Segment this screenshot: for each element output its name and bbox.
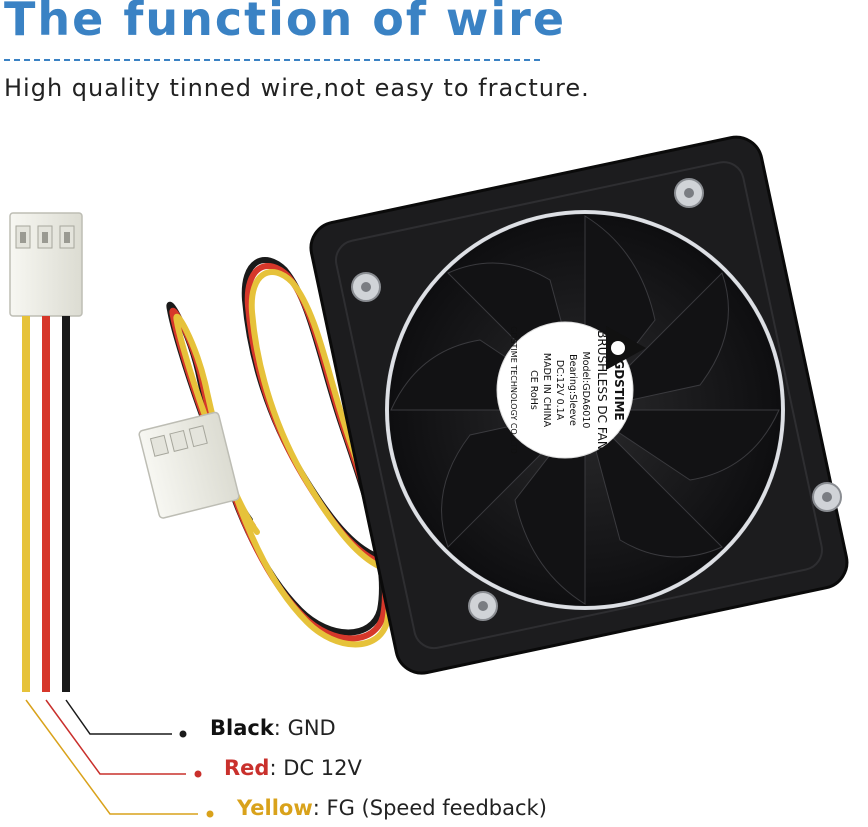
fan-label-origin: MADE IN CHINA [541,353,552,428]
fan-label-model: Model:GDA6010 [580,352,591,429]
yellow-leader-line [25,699,198,815]
legend-red: Red: DC 12V [224,756,362,780]
connector-cable [138,411,240,519]
legend-black-sep: : [273,716,288,740]
legend-yellow-sep: : [312,796,327,820]
fan: GDSTIME BRUSHLESS DC FAN Model:GDA6010 B… [309,135,849,675]
connector-left [9,212,83,317]
yellow-bullet [206,810,214,818]
title-divider [4,59,540,61]
legend-black-desc: GND [287,716,336,740]
legend-black-name: Black [210,716,274,740]
legend-yellow-desc: FG (Speed feedback) [326,796,547,820]
legend-red-desc: DC 12V [283,756,362,780]
fan-label-brand: GDSTIME [612,359,626,420]
red-leader-line [45,699,186,775]
fan-label-company: GDSTIME TECHNOLOGY CO.,LTD [509,326,518,454]
page-title: The function of wire [4,0,567,46]
fan-label-bearing: Bearing:Sleeve [567,354,578,426]
red-bullet [194,770,202,778]
fan-label [496,321,634,459]
brand-logo-icon [606,326,646,370]
fan-label-certs: CE RoHs [528,370,539,410]
legend-yellow-name: Yellow [237,796,313,820]
black-bullet [179,730,187,738]
legend-black: Black: GND [210,716,336,740]
fan-label-rating: DC:12V 0.1A [554,360,565,421]
page-subtitle: High quality tinned wire,not easy to fra… [4,74,590,102]
legend-yellow: Yellow: FG (Speed feedback) [237,796,547,820]
legend-red-name: Red [224,756,270,780]
black-leader-line [65,699,172,735]
fan-label-product: BRUSHLESS DC FAN [595,330,609,450]
legend-red-sep: : [269,756,284,780]
